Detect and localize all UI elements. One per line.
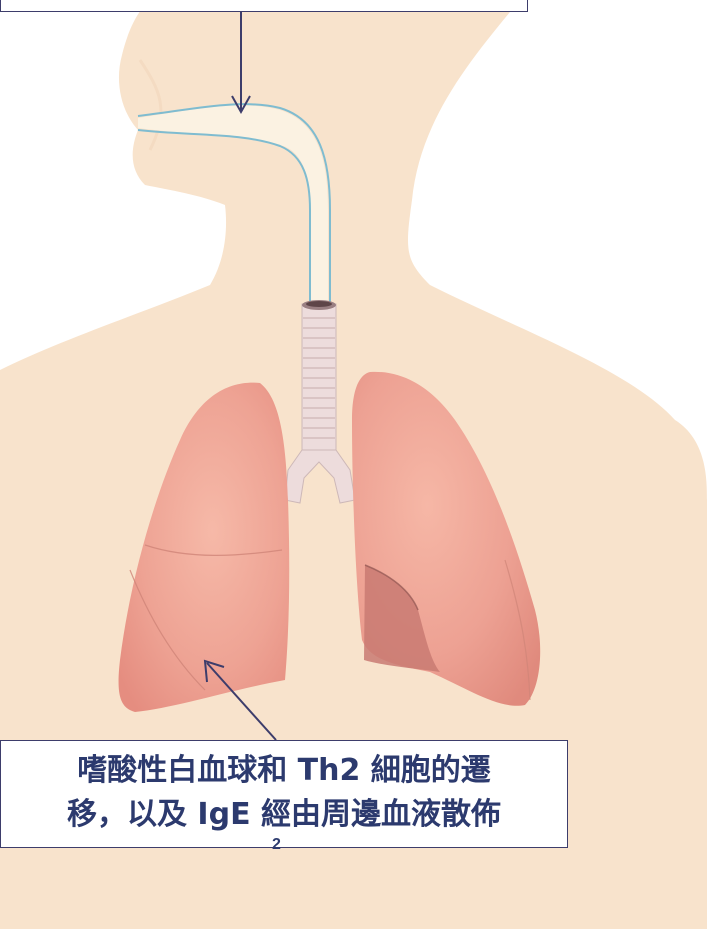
callout-line-2: 移，以及 IgE 經由周邊血液散佈 — [1, 793, 567, 837]
bottom-callout-box: 嗜酸性白血球和 Th2 細胞的遷 移，以及 IgE 經由周邊血液散佈 — [0, 740, 568, 848]
footnote-number: 2 — [272, 836, 281, 854]
top-callout-box — [0, 0, 528, 12]
callout-line-1: 嗜酸性白血球和 Th2 細胞的遷 — [1, 749, 567, 793]
